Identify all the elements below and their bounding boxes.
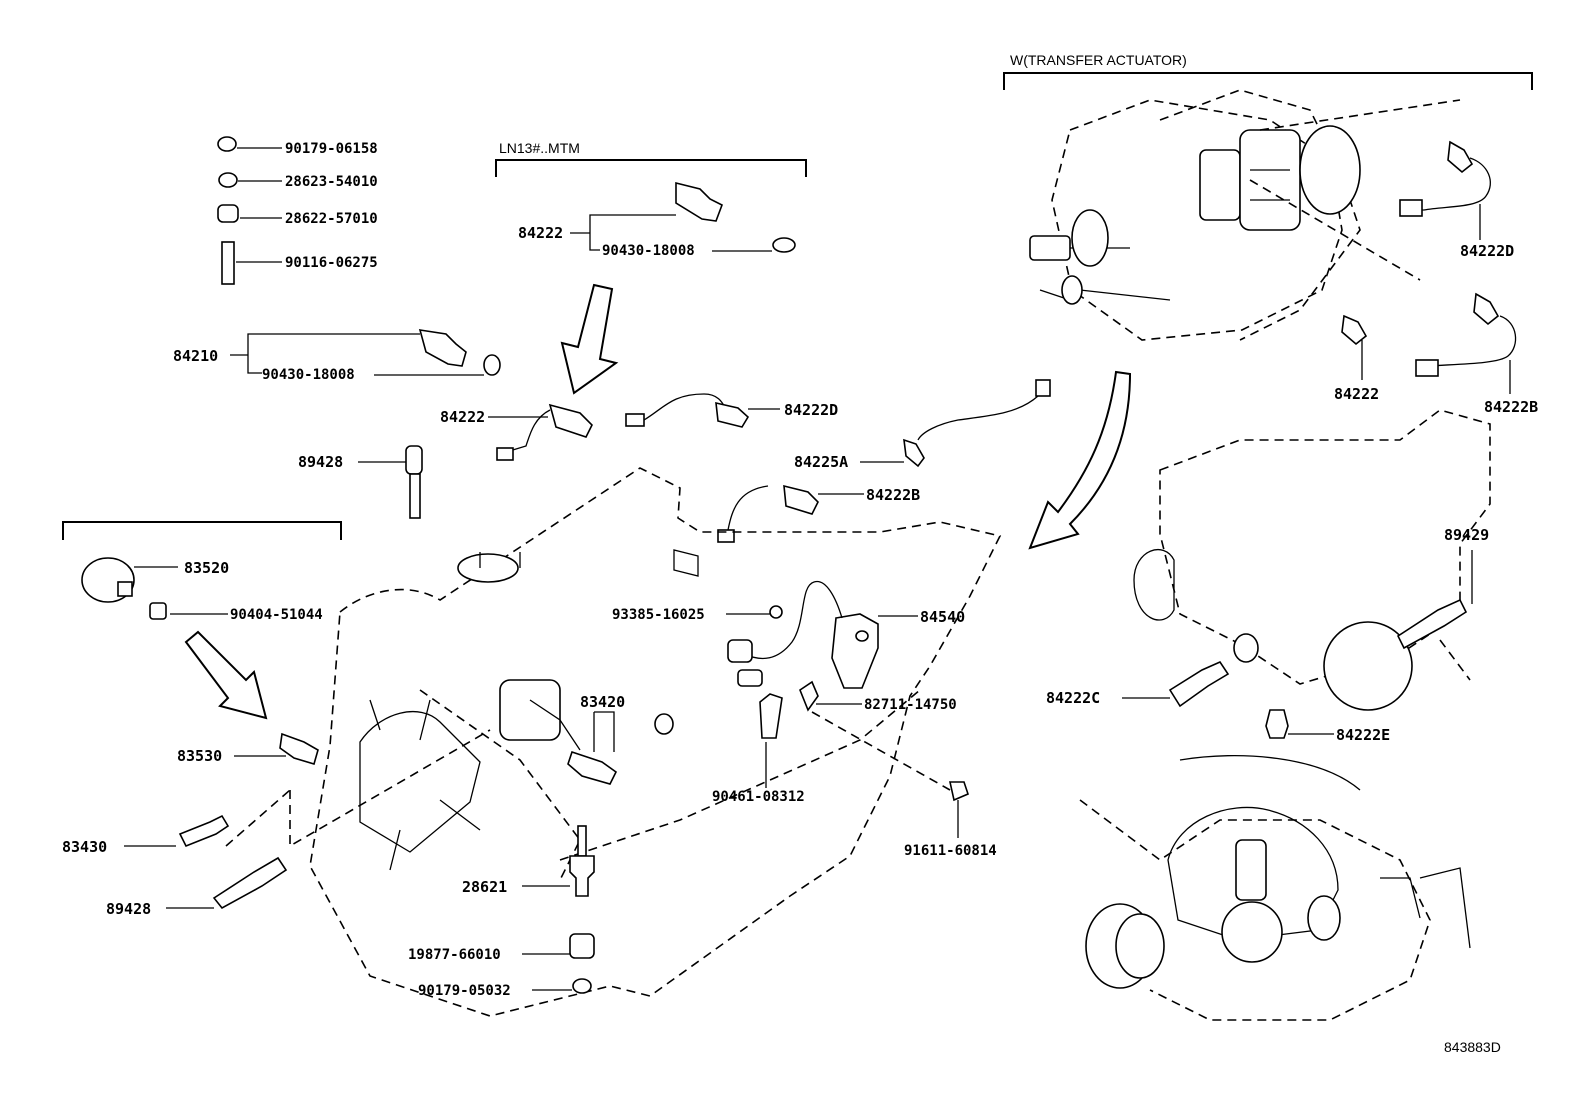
stud-90116-06275[interactable]: 90116-06275 [221, 241, 378, 285]
bolt-91611-60814[interactable]: 91611-60814 [904, 781, 997, 859]
switch-84222-right[interactable]: 84222 [1334, 314, 1379, 403]
transfer-case [1133, 409, 1491, 711]
sender-83420[interactable]: 83420 [567, 693, 674, 785]
sender-28621[interactable]: 28621 [462, 825, 595, 897]
diagram-code: 843883D [1444, 1039, 1501, 1055]
label-28622-57010: 28622-57010 [285, 211, 378, 227]
transfer-actuator-header: W(TRANSFER ACTUATOR) [1010, 52, 1187, 68]
transfer-actuator-assembly [1029, 89, 1461, 341]
label-28621: 28621 [462, 878, 507, 896]
label-84225A: 84225A [794, 453, 848, 471]
ln13-header: LN13#..MTM [499, 140, 580, 156]
label-83430: 83430 [62, 838, 107, 856]
label-84222B-mid: 84222B [866, 486, 920, 504]
arrow-down-icon [560, 283, 619, 395]
switch-84222E[interactable]: 84222E [1265, 709, 1390, 744]
switch-83530[interactable]: 83530 [177, 732, 319, 765]
label-89428-top: 89428 [298, 453, 343, 471]
arrow-diagonal-icon [184, 630, 268, 720]
label-83520: 83520 [184, 559, 229, 577]
switch-84222-ln13[interactable]: 84222 90430-18008 [518, 181, 796, 259]
sensor-89428-top[interactable]: 89428 [298, 445, 423, 519]
label-84540: 84540 [920, 608, 965, 626]
left-bracket [62, 521, 342, 540]
label-91611-60814: 91611-60814 [904, 843, 997, 859]
plug-28623-54010[interactable]: 28623-54010 [218, 172, 378, 190]
label-84210: 84210 [173, 347, 218, 365]
switch-84210[interactable]: 84210 90430-18008 [173, 329, 501, 383]
label-19877-66010: 19877-66010 [408, 947, 501, 963]
sensor-89428-bottom[interactable]: 89428 [106, 856, 288, 918]
label-84222C: 84222C [1046, 689, 1100, 707]
label-83530: 83530 [177, 747, 222, 765]
label-84222-right: 84222 [1334, 385, 1379, 403]
label-90179-06158: 90179-06158 [285, 141, 378, 157]
label-90404-51044: 90404-51044 [230, 607, 323, 623]
cap-28622-57010[interactable]: 28622-57010 [217, 204, 378, 227]
label-84222D-mid: 84222D [784, 401, 838, 419]
ln13-bracket: LN13#..MTM [495, 140, 807, 177]
clamp-82711-14750[interactable]: 82711-14750 [799, 680, 957, 713]
arrow-down-left-icon [1028, 370, 1132, 550]
switch-84222B-mid[interactable]: 84222B [717, 484, 920, 543]
union-90404-51044[interactable]: 90404-51044 [149, 602, 323, 623]
sender-83520[interactable]: 83520 [81, 557, 229, 603]
engine-block [309, 467, 1002, 1017]
transfer-actuator-bracket: W(TRANSFER ACTUATOR) [1003, 52, 1533, 90]
switch-84222C[interactable]: 84222C [1046, 660, 1230, 708]
label-84222D-right: 84222D [1460, 242, 1514, 260]
sensor-84540[interactable]: 84540 [727, 580, 965, 689]
label-90179-05032: 90179-05032 [418, 983, 511, 999]
switch-84222B-right[interactable]: 84222B [1415, 292, 1538, 416]
clip-90461-08312[interactable]: 90461-08312 [712, 693, 805, 805]
switch-84222D-mid[interactable]: 84222D [625, 393, 838, 428]
label-93385-16025: 93385-16025 [612, 607, 705, 623]
sender-83430[interactable]: 83430 [62, 814, 230, 856]
sensor-84225A[interactable]: 84225A [794, 379, 1051, 471]
label-82711-14750: 82711-14750 [864, 697, 957, 713]
plug-90179-06158[interactable]: 90179-06158 [217, 136, 378, 157]
label-84222E: 84222E [1336, 726, 1390, 744]
label-28623-54010: 28623-54010 [285, 174, 378, 190]
bolt-93385-16025[interactable]: 93385-16025 [612, 605, 783, 623]
cap-19877-66010[interactable]: 19877-66010 [408, 933, 595, 963]
label-84222B-right: 84222B [1484, 398, 1538, 416]
switch-84222-mid[interactable]: 84222 [440, 403, 593, 461]
label-90116-06275: 90116-06275 [285, 255, 378, 271]
sensor-89429[interactable]: 89429 [1396, 526, 1489, 650]
label-89429: 89429 [1444, 526, 1489, 544]
label-83420: 83420 [580, 693, 625, 711]
label-90430-18008-b: 90430-18008 [602, 243, 695, 259]
label-90430-18008-a: 90430-18008 [262, 367, 355, 383]
switch-84222D-right[interactable]: 84222D [1399, 140, 1514, 260]
label-90461-08312: 90461-08312 [712, 789, 805, 805]
plug-90179-05032[interactable]: 90179-05032 [418, 978, 592, 999]
label-84222-ln13: 84222 [518, 224, 563, 242]
label-89428-bottom: 89428 [106, 900, 151, 918]
label-84222-mid: 84222 [440, 408, 485, 426]
differential-assembly [1079, 754, 1471, 1021]
